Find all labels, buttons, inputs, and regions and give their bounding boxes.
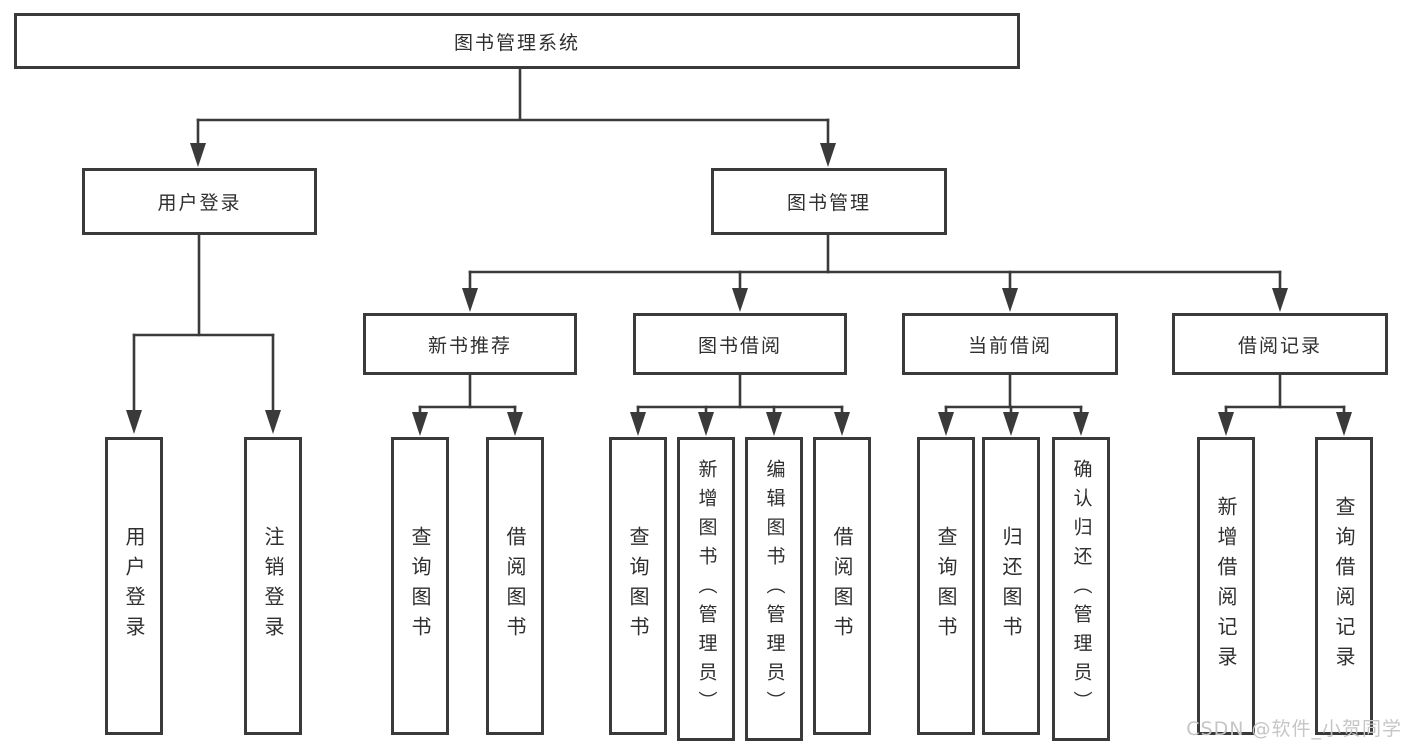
leaf-current-confirm-return-admin: 确认归还（管理员） — [1052, 437, 1110, 741]
leaf-current-query-books: 查询图书 — [917, 437, 975, 735]
arrowheads — [126, 143, 1352, 436]
node-library-system: 图书管理系统 — [14, 13, 1020, 69]
watermark: CSDN @软件_小贺同学 — [1186, 718, 1402, 740]
leaf-borrow-edit-books-admin: 编辑图书（管理员） — [745, 437, 803, 741]
leaf-user-login: 用户登录 — [105, 437, 163, 735]
leaf-logout: 注销登录 — [244, 437, 302, 735]
node-current-borrow: 当前借阅 — [902, 313, 1118, 375]
node-user-login: 用户登录 — [82, 168, 317, 235]
node-new-book-recommend: 新书推荐 — [363, 313, 577, 375]
leaf-newbooks-query-books: 查询图书 — [391, 437, 449, 735]
leaf-records-query-record: 查询借阅记录 — [1315, 437, 1373, 735]
node-book-borrow: 图书借阅 — [633, 313, 847, 375]
leaf-borrow-borrow-books: 借阅图书 — [813, 437, 871, 735]
leaf-borrow-add-books-admin: 新增图书（管理员） — [677, 437, 735, 741]
leaf-current-return-books: 归还图书 — [982, 437, 1040, 735]
leaf-records-add-record: 新增借阅记录 — [1197, 437, 1255, 735]
leaf-borrow-query-books: 查询图书 — [609, 437, 667, 735]
node-borrow-records: 借阅记录 — [1172, 313, 1388, 375]
node-book-management: 图书管理 — [711, 168, 947, 235]
leaf-newbooks-borrow-books: 借阅图书 — [486, 437, 544, 735]
